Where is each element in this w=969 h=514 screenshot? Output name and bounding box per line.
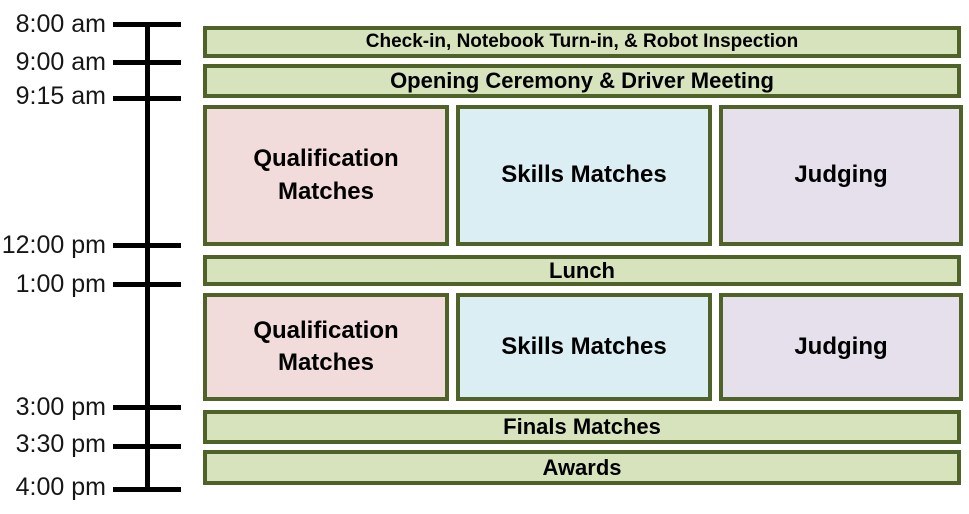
event-label: Lunch	[549, 257, 615, 283]
event-label: Opening Ceremony & Driver Meeting	[390, 68, 774, 93]
event-checkin-bar: Check-in, Notebook Turn-in, & Robot Insp…	[203, 26, 961, 58]
time-label-330pm: 3:30 pm	[15, 430, 106, 458]
timeline-axis	[145, 24, 150, 490]
event-finals-matches-bar: Finals Matches	[203, 410, 961, 444]
event-skills-matches-morning: Skills Matches	[456, 105, 712, 246]
event-judging-morning: Judging	[719, 105, 963, 246]
timeline-tick	[113, 487, 181, 492]
event-lunch-bar: Lunch	[203, 255, 961, 286]
event-opening-ceremony-bar: Opening Ceremony & Driver Meeting	[203, 64, 961, 98]
event-awards-bar: Awards	[203, 450, 961, 485]
time-label-9am: 9:00 am	[15, 48, 106, 76]
event-qualification-matches-afternoon: Qualification Matches	[203, 293, 449, 401]
timeline-tick	[113, 282, 181, 287]
timeline-tick	[113, 22, 181, 27]
time-label-4pm: 4:00 pm	[15, 473, 106, 501]
event-label: Check-in, Notebook Turn-in, & Robot Insp…	[365, 31, 799, 52]
time-label-3pm: 3:00 pm	[15, 393, 106, 421]
event-skills-matches-afternoon: Skills Matches	[456, 293, 712, 401]
timeline-tick	[113, 60, 181, 65]
event-label: Judging	[794, 161, 888, 189]
event-judging-afternoon: Judging	[719, 293, 963, 401]
event-label: Awards	[542, 454, 622, 480]
event-label: Finals Matches	[503, 414, 661, 439]
event-qualification-matches-morning: Qualification Matches	[203, 105, 449, 246]
event-label: Judging	[794, 332, 888, 360]
event-label: Qualification Matches	[253, 316, 399, 376]
event-label: Skills Matches	[501, 161, 667, 189]
time-label-8am: 8:00 am	[15, 10, 106, 38]
time-label-1pm: 1:00 pm	[15, 270, 106, 298]
time-label-915am: 9:15 am	[15, 82, 106, 110]
time-label-12pm: 12:00 pm	[1, 231, 106, 259]
event-label: Skills Matches	[501, 332, 667, 360]
event-label: Qualification Matches	[253, 145, 399, 205]
timeline-tick	[113, 444, 181, 449]
timeline-tick	[113, 96, 181, 101]
timeline-tick	[113, 405, 181, 410]
timeline-tick	[113, 243, 181, 248]
